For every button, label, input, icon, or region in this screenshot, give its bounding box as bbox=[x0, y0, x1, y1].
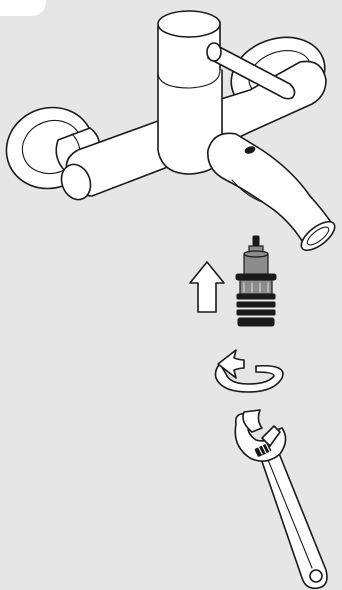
counterclockwise-rotate-icon bbox=[216, 350, 283, 392]
valve-cartridge-icon bbox=[236, 236, 276, 326]
corner-tab bbox=[0, 0, 46, 16]
arrow-up-icon bbox=[190, 262, 224, 312]
bath-mixer-tap-icon bbox=[0, 11, 339, 255]
adjustable-wrench-icon bbox=[235, 410, 327, 588]
